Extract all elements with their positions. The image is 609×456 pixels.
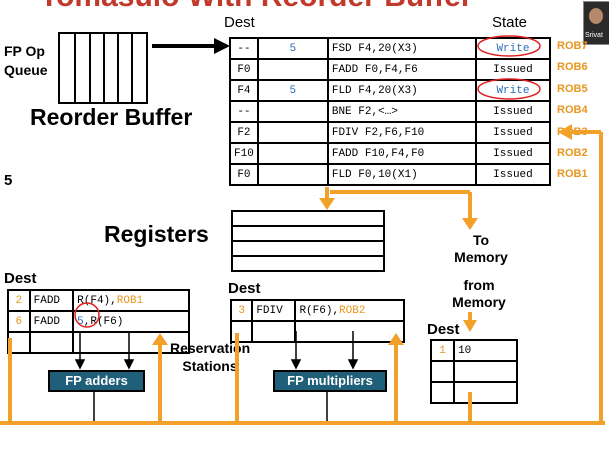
rob-value-cell: 5 [256,37,329,60]
rob-dest-cell: -- [229,37,259,60]
station-src2: ROB1 [116,294,144,307]
station-op-cell: FADD [28,310,75,333]
rob-state-header: State [492,14,528,31]
memory-id-cell: 1 [429,339,456,362]
fp-op-queue-box [58,32,148,104]
rob-state-cell: Issued [474,142,552,165]
presenter-name: Srivat [585,32,603,39]
rob-value-cell [256,58,329,81]
state-highlight-circles [477,35,541,100]
rob-dest-cell: F2 [229,121,259,144]
rob-dest-cell: F0 [229,58,259,81]
fp-op-queue-label: FP Op Queue [4,43,48,78]
rob-row: -- BNE F2,<…>Issued [229,100,552,123]
rob-dest-cell: -- [229,100,259,123]
rob-state-cell: Issued [474,100,552,123]
rob-instruction-cell: FSD F4,20(X3) [326,37,477,60]
slide-title-strip: Tomasulo With Reorder Buffer [0,0,609,8]
reservation-stations-label: Reservation Stations [170,340,251,374]
register-file [231,210,385,272]
highlight-circle-operand [74,302,100,328]
rob-tag: ROB1 [557,168,588,181]
rob-tag: ROB7 [557,40,588,52]
rob-dest-cell: F10 [229,142,259,165]
rob-row: F0 FLD F0,10(X1)Issued [229,163,552,186]
fp-op-queue-slots [58,32,148,104]
to-memory-label: To Memory [454,232,508,265]
side-number: 5 [4,172,13,189]
adder-station-dest-header: Dest [4,270,37,287]
station-src1: R(F6), [299,304,340,317]
station-operands-cell: 5,R(F6) [72,310,190,333]
rob-tag: ROB5 [557,82,588,95]
mult-station-row [229,320,405,343]
fp-adders-unit: FP adders [48,370,145,392]
rob-instruction-cell: FDIV F2,F6,F10 [326,121,477,144]
common-data-bus [0,124,605,425]
rob-tag-column: ROB7ROB6ROB5ROB4ROB3ROB2ROB1 [557,40,597,190]
rob-tag: ROB6 [557,61,588,74]
from-memory-label: from Memory [452,277,506,310]
reorder-buffer-label: Reorder Buffer [30,104,193,130]
registers-label: Registers [104,221,209,247]
memory-buffer-dest-header: Dest [427,321,460,338]
station-op-cell [251,320,297,343]
rob-instruction-cell: FADD F10,F4,F0 [326,142,477,165]
station-operands-cell: R(F4),ROB1 [72,289,190,312]
station-src1: 5 [77,315,84,328]
station-id-cell: 3 [229,299,254,322]
rob-value-cell [256,100,329,123]
presenter-video-thumbnail[interactable]: Srivat [583,1,609,45]
rob-value-cell [256,163,329,186]
memory-id-cell [429,381,456,404]
highlight-circle-rob5 [477,78,541,100]
rob-state-cell: Issued [474,121,552,144]
slide-title: Tomasulo With Reorder Buffer [40,0,473,8]
station-op-cell [28,331,75,354]
rob-state-cell: Issued [474,163,552,186]
rob-dest-header: Dest [224,14,255,31]
station-op-cell: FDIV [251,299,297,322]
mult-station-dest-header: Dest [228,280,261,297]
rob-value-cell [256,142,329,165]
memory-value-cell [453,360,518,383]
memory-value-cell: 10 [453,339,518,362]
memory-buffer-row [429,360,518,383]
station-src2: ROB2 [339,304,366,317]
station-op-cell: FADD [28,289,75,312]
rob-tag: ROB2 [557,146,588,159]
fp-multipliers-unit: FP multipliers [273,370,387,392]
rob-value-cell: 5 [256,79,329,102]
rob-dest-cell: F4 [229,79,259,102]
rob-instruction-cell: FLD F0,10(X1) [326,163,477,186]
station-operands-cell: R(F6),ROB2 [294,299,405,322]
rob-instruction-cell: FLD F4,20(X3) [326,79,477,102]
memory-id-cell [429,360,456,383]
rob-instruction-cell: FADD F0,F4,F6 [326,58,477,81]
rob-value-cell [256,121,329,144]
rob-tag: ROB4 [557,104,588,117]
presenter-avatar [589,8,603,24]
rob-instruction-cell: BNE F2,<…> [326,100,477,123]
register-file-grid [231,210,385,272]
queue-to-rob-arrow [152,38,230,54]
rob-dest-cell: F0 [229,163,259,186]
highlight-circle-rob7 [477,35,541,57]
